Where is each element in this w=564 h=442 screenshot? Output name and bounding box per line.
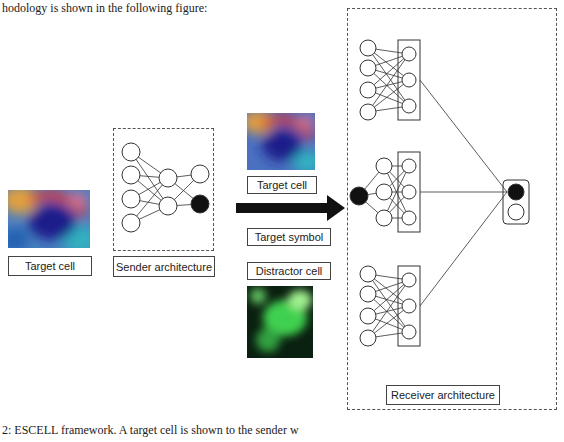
figure-caption: 2: ESCELL framework. A target cell is sh… <box>2 423 299 438</box>
neuron <box>122 143 140 161</box>
neuron <box>360 286 376 302</box>
layer-box <box>398 40 420 120</box>
layer-box <box>503 180 529 224</box>
edge-label: Target symbol <box>247 228 331 246</box>
neural-network <box>122 40 529 346</box>
target-cell-image <box>247 113 315 170</box>
neuron <box>360 266 376 282</box>
neuron <box>402 185 416 199</box>
neuron <box>360 330 376 346</box>
node-label: Distractor cell <box>256 265 323 277</box>
target-cell-image <box>8 190 90 248</box>
node-label: Receiver architecture <box>386 385 500 405</box>
neuron <box>360 40 376 56</box>
neuron <box>122 166 140 184</box>
neuron <box>159 197 177 215</box>
neuron <box>350 187 368 205</box>
thick-arrow <box>236 195 345 221</box>
arrow-shape <box>236 195 345 221</box>
neuron <box>360 82 376 98</box>
image-label: Target cell <box>8 256 92 276</box>
node-label: Target cell <box>257 179 307 191</box>
neuron <box>360 308 376 324</box>
receiver-box: Receiver architecture <box>347 8 557 410</box>
sender-box: Sender architecture <box>113 128 214 251</box>
node-label: Target cell <box>25 260 75 272</box>
neuron <box>360 104 376 120</box>
neuron <box>402 99 416 113</box>
image-label: Target cell <box>247 176 317 194</box>
distractor-cell-image <box>247 286 313 358</box>
layer-box <box>398 266 420 346</box>
image-label: Distractor cell <box>247 262 331 280</box>
neuron <box>402 73 416 87</box>
layer-box <box>398 152 420 232</box>
node-label: Sender architecture <box>113 256 215 277</box>
neuron <box>402 273 416 287</box>
neuron <box>508 204 524 220</box>
neuron <box>376 184 392 200</box>
body-text: hodology is shown in the following figur… <box>2 1 207 16</box>
neuron <box>402 299 416 313</box>
neuron <box>402 325 416 339</box>
neuron <box>376 158 392 174</box>
neuron <box>122 214 140 232</box>
network-link <box>420 80 507 192</box>
neuron <box>402 47 416 61</box>
neuron <box>191 165 209 183</box>
neuron <box>402 211 416 225</box>
neuron <box>360 60 376 76</box>
neuron <box>402 159 416 173</box>
network-link <box>420 192 507 193</box>
network-link <box>420 192 507 306</box>
neuron <box>191 195 209 213</box>
neuron <box>376 210 392 226</box>
neuron <box>122 190 140 208</box>
neuron <box>159 169 177 187</box>
neuron <box>508 184 524 200</box>
